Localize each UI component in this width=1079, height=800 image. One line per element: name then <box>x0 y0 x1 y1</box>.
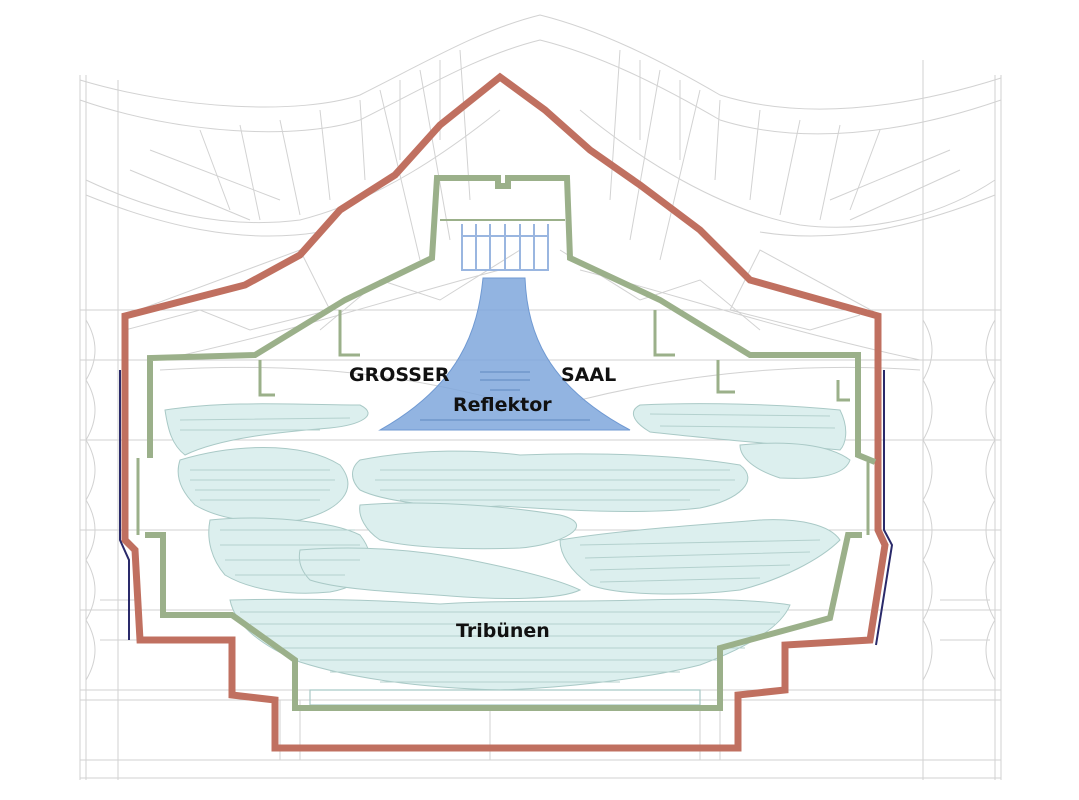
label-reflektor: Reflektor <box>453 394 552 416</box>
seating-tier-center-3 <box>298 547 582 599</box>
reflector-frame <box>461 224 549 271</box>
reflector <box>378 224 631 431</box>
inner-hall-lower-outline <box>145 532 862 711</box>
facade-edge-right <box>875 370 894 646</box>
inner-hall-side-left <box>136 310 360 535</box>
seating-rows <box>179 413 836 683</box>
label-saal: SAAL <box>561 364 617 386</box>
seating-tier-left-1 <box>177 447 349 523</box>
seating-tier-center-2 <box>359 502 577 550</box>
seating-tier-bottom <box>229 598 791 691</box>
reflector-details <box>420 371 590 421</box>
seating-tier-right-2 <box>559 519 841 595</box>
inner-hall <box>136 175 877 711</box>
outer-shell <box>119 72 894 752</box>
seating-tier-center-1 <box>352 450 749 512</box>
seating-tier-upper-left <box>164 403 369 456</box>
reflector-shape <box>378 277 631 431</box>
inner-hall-outline <box>147 175 877 465</box>
label-tribuenen: Tribünen <box>456 620 550 642</box>
label-grosser: GROSSER <box>349 364 450 386</box>
stage-platform <box>309 689 701 706</box>
seating-tiers <box>164 403 851 691</box>
outer-shell-outline <box>121 72 889 752</box>
seating-tier-right-1 <box>739 442 851 479</box>
inner-hall-side-right <box>653 310 870 535</box>
facade-edge-left <box>119 370 130 640</box>
